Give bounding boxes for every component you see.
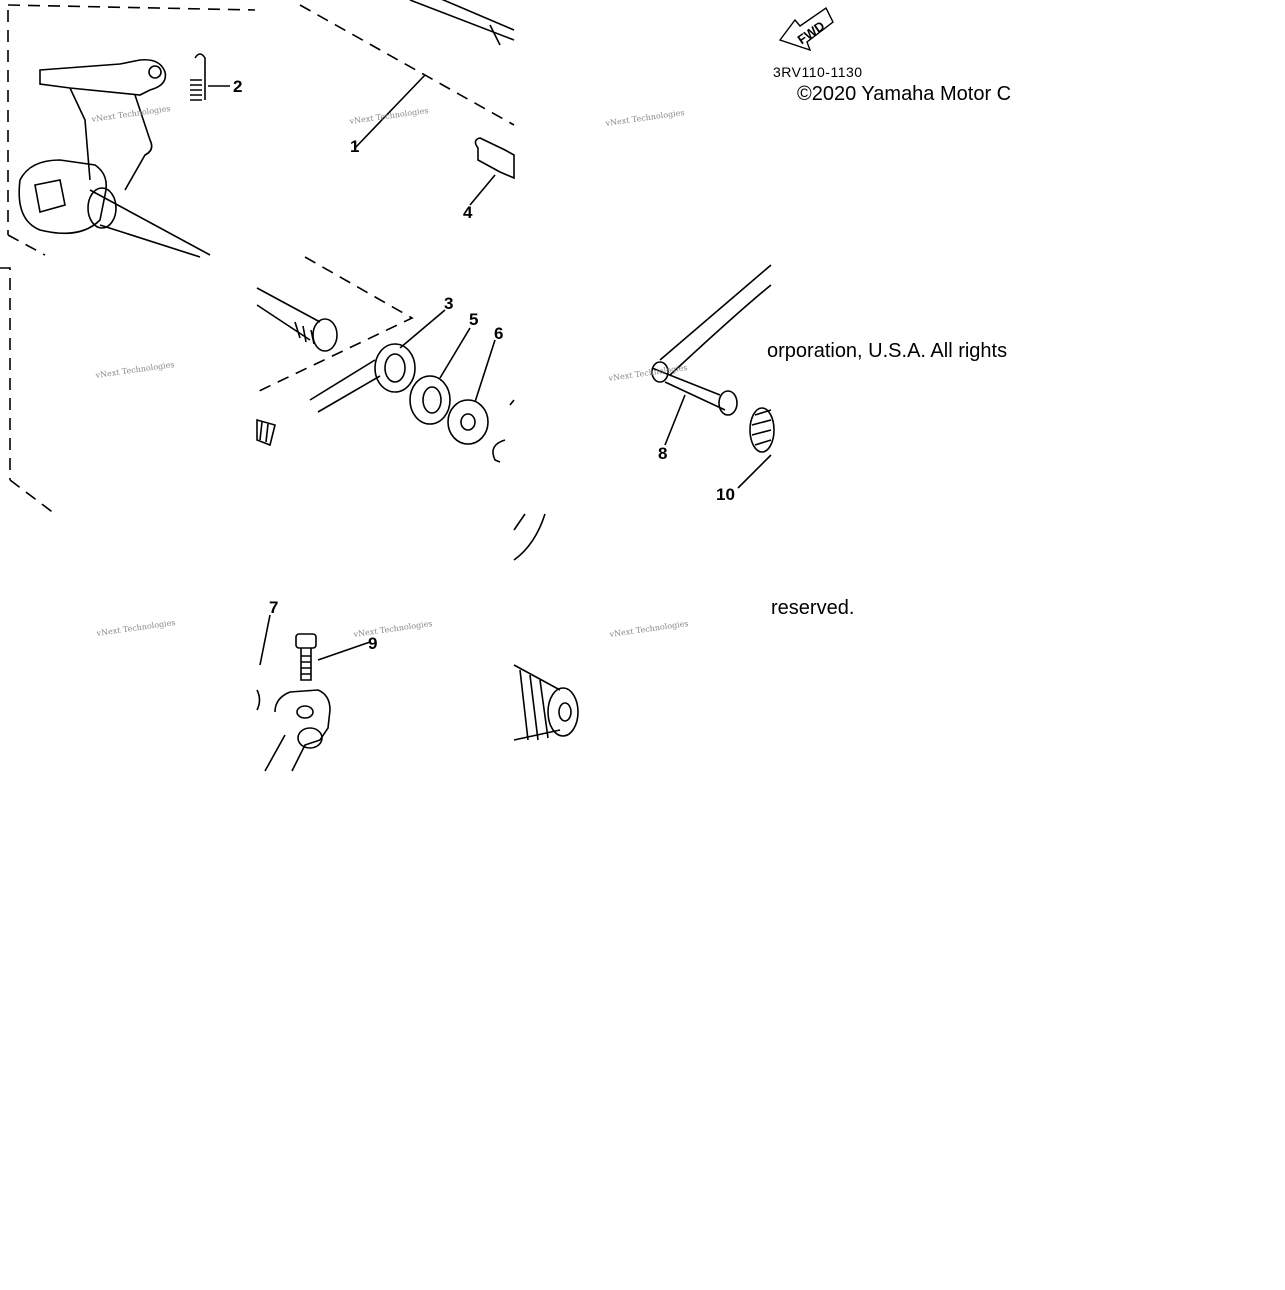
tile-middle-center [256, 256, 515, 463]
pivot-pin-8 [718, 390, 738, 416]
watermark-text: vNext Technologies [604, 108, 685, 128]
callout-7: 7 [269, 598, 278, 617]
washer-6 [447, 399, 489, 445]
callout-numbers: 1 2 3 4 56 7 8 9 10 [233, 77, 735, 653]
pin-4 [474, 137, 515, 180]
callout-10: 10 [716, 485, 735, 504]
callout-2: 2 [233, 77, 242, 96]
watermarks: vNext Technologies vNext Technologies vNex… [90, 104, 689, 639]
tile-bottom-right [513, 513, 579, 741]
copyright-line-3: reserved. [771, 597, 855, 619]
callout-9: 9 [368, 634, 377, 653]
callout-1: 1 [350, 137, 359, 156]
callout-5: 5 [469, 310, 478, 329]
watermark-text: vNext Technologies [94, 360, 175, 380]
collar-5 [409, 375, 451, 425]
watermark-text: vNext Technologies [352, 619, 433, 639]
watermark-text: vNext Technologies [95, 618, 176, 638]
fwd-label: FWD [795, 18, 828, 47]
callout-6: 6 [494, 324, 503, 343]
tile-middle-left [0, 267, 56, 515]
circlip [492, 439, 506, 463]
watermark-text: vNext Technologies [608, 619, 689, 639]
shift-pedal-clamp [274, 689, 331, 772]
part-code: 3RV110-1130 [773, 64, 863, 80]
shift-plate [18, 159, 108, 235]
watermark-text: vNext Technologies [607, 363, 688, 383]
tile-top-left [7, 4, 256, 258]
tile-top-middle [299, 0, 515, 206]
callout-8: 8 [658, 444, 667, 463]
bolt-9 [295, 633, 317, 649]
footrest-rubber-10 [749, 407, 775, 453]
fwd-arrow [778, 6, 834, 52]
shift-lever-arm [39, 58, 167, 96]
callout-3: 3 [444, 294, 453, 313]
spring-2 [194, 53, 206, 100]
pedal-rubber [547, 687, 579, 737]
tile-middle-right [651, 264, 775, 489]
copyright-line-1: ©2020 Yamaha Motor C [797, 83, 1012, 105]
shaft-spline-end [312, 318, 338, 352]
tile-bottom-middle [256, 614, 371, 772]
return-spring-3 [374, 343, 416, 393]
watermark-text: vNext Technologies [90, 104, 171, 124]
tile-top-right [778, 6, 834, 52]
watermark-text: vNext Technologies [348, 106, 429, 126]
callout-4: 4 [463, 203, 473, 222]
copyright-line-2: orporation, U.S.A. All rights [767, 340, 1008, 362]
